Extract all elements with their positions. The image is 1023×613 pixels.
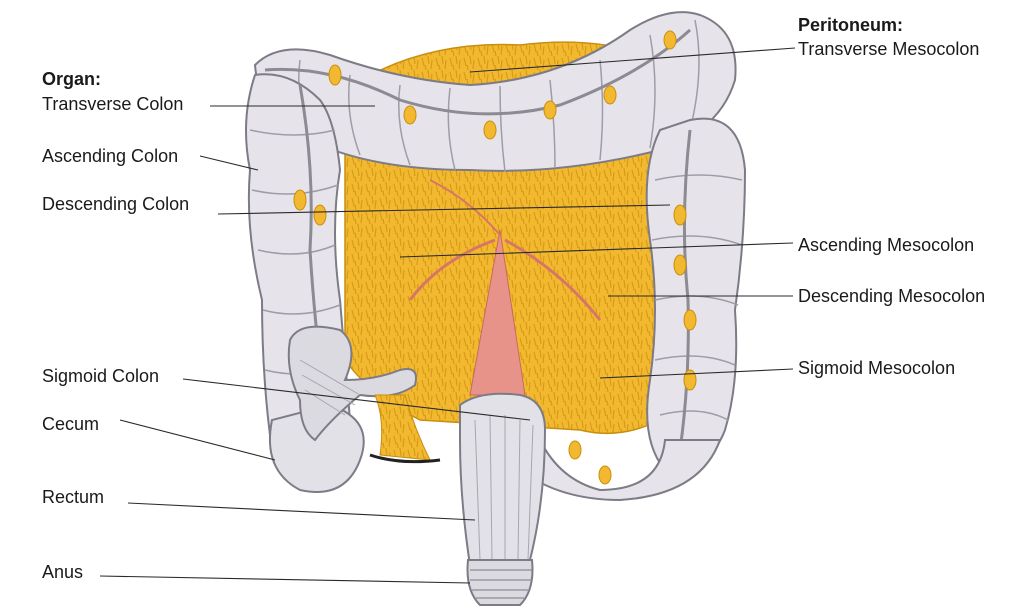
label-ascending-colon: Ascending Colon: [42, 146, 179, 166]
label-descending-mesocolon: Descending Mesocolon: [798, 286, 986, 306]
rectum-shape: [459, 392, 547, 567]
label-rectum: Rectum: [42, 487, 105, 507]
transverse-haustra: [298, 19, 700, 173]
label-anus: Anus: [42, 562, 84, 582]
peritoneum-heading: Peritoneum:: [798, 15, 904, 35]
descending-colon-shape: [645, 117, 747, 472]
vessel-branch-upper: [429, 179, 501, 236]
cecum-shape: [268, 403, 365, 493]
mesentery-cut-edge: [369, 453, 441, 464]
descending-taenia: [678, 129, 692, 451]
label-sigmoid-colon: Sigmoid Colon: [42, 366, 160, 386]
label-ascending-mesocolon: Ascending Mesocolon: [798, 235, 975, 255]
label-cecum: Cecum: [42, 414, 100, 434]
label-transverse-mesocolon: Transverse Mesocolon: [798, 39, 980, 59]
label-transverse-colon: Transverse Colon: [42, 94, 184, 114]
organ-heading: Organ:: [42, 69, 102, 89]
rectum-lines: [474, 414, 534, 561]
label-descending-colon: Descending Colon: [42, 194, 190, 214]
anus-rings: [470, 569, 532, 599]
label-sigmoid-mesocolon: Sigmoid Mesocolon: [798, 358, 956, 378]
